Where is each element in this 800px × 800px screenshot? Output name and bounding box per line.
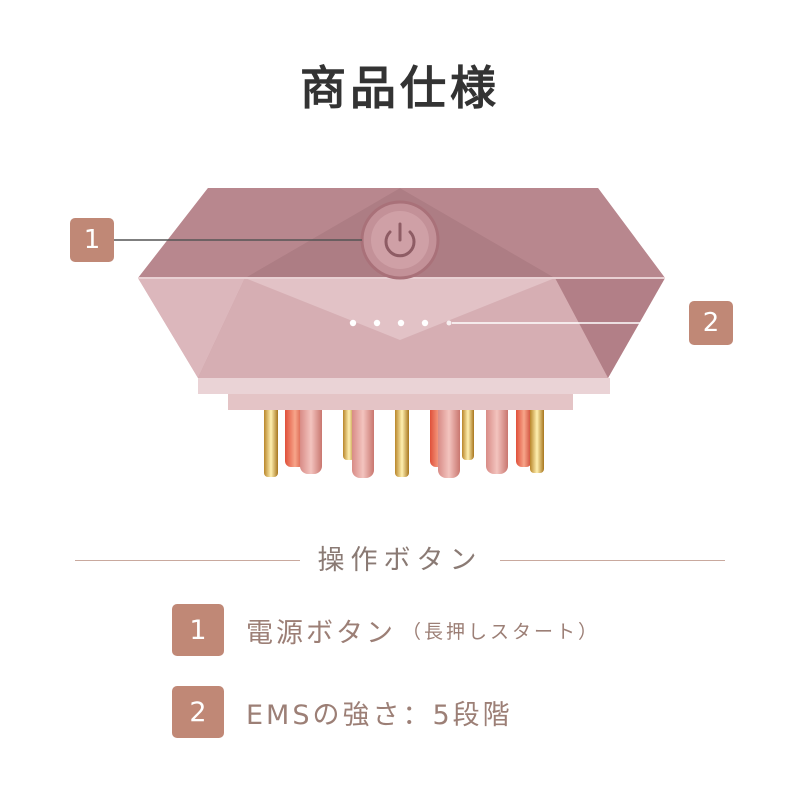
scalp-massager-image: [114, 188, 665, 478]
page-title: 商品仕様: [300, 61, 500, 115]
ems-level-leds: [349, 319, 452, 327]
spec-text-1: 電源ボタン: [246, 617, 396, 649]
spec-badge-2: 2: [172, 686, 224, 738]
spec-row-1: 1 電源ボタン （長押しスタート）: [172, 604, 600, 656]
spec-note-1: （長押しスタート）: [402, 620, 601, 643]
spec-badge-1: 1: [172, 604, 224, 656]
massage-pins: [264, 400, 544, 478]
callout-badge-1: 1: [70, 218, 114, 262]
divider-left: [75, 560, 300, 561]
spec-text-2: EMSの強さ：5段階: [246, 699, 513, 731]
callout-badge-2: 2: [689, 301, 733, 345]
power-button-icon: [360, 200, 440, 280]
spec-row-2: 2 EMSの強さ：5段階: [172, 686, 513, 738]
section-heading: 操作ボタン: [317, 545, 483, 576]
divider-right: [500, 560, 725, 561]
